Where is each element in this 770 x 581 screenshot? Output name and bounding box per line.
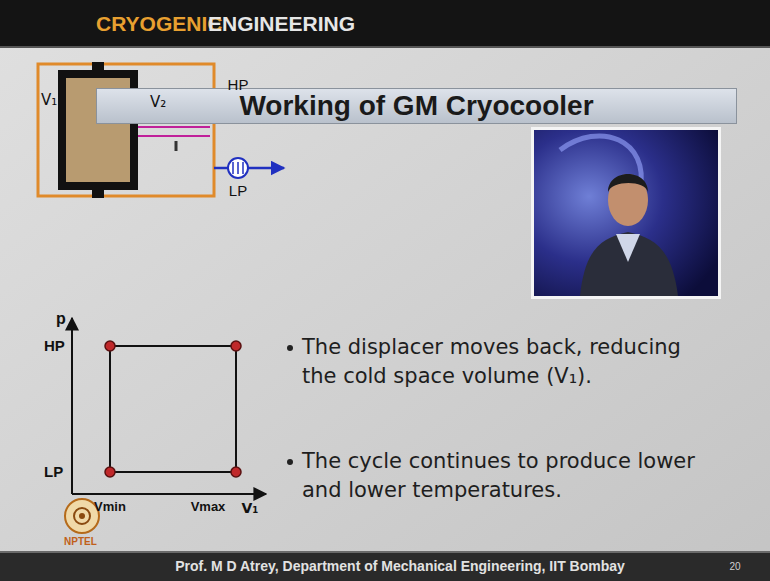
bullet-text: The displacer moves back, reducing the c… [302,333,722,391]
seal-top [92,62,104,70]
header-rule [0,46,770,48]
pv-diagram [72,318,266,494]
presenter-video [531,127,721,299]
footer-credit: Prof. M D Atrey, Department of Mechanica… [175,558,625,574]
volume-label: V₂ [150,94,166,111]
seal-bottom [92,190,104,198]
displacer-rod [138,135,210,137]
axis-tick-label: Vmax [191,500,226,515]
lp-valve-mark [242,162,244,174]
lp-valve-mark [237,162,239,174]
presenter-shirt [616,234,640,262]
bullet-dot [287,459,293,465]
video-background [534,130,718,296]
state-point [231,341,241,351]
bullet-text: The cycle continues to produce lower and… [302,447,722,505]
state-point [105,467,115,477]
lp-valve [228,158,248,178]
cycle-path [110,346,236,472]
nptel-logo [65,499,99,533]
axis-tick-label: Vmin [94,500,126,515]
port-label: LP [229,182,247,199]
axis-tick-label: HP [44,337,65,354]
displacer-rod [138,126,210,128]
header-word: ENGINEERING [208,12,355,36]
logo-ring [65,499,99,533]
header-word: CRYOGENIC [96,12,222,36]
logo-gear [74,508,90,524]
title-band: Working of GM Cryocooler [96,88,737,124]
gas-frame [38,64,214,196]
logo-text: NPTEL [64,536,97,548]
cylinder-wall [175,141,178,151]
state-point [231,467,241,477]
presenter-suit [580,232,678,296]
header-bar [0,0,770,46]
axis-label: p [56,310,66,328]
volume-axis [72,493,266,495]
pressure-axis [71,318,73,494]
video-frame [531,127,721,299]
port-label: HP [228,76,249,93]
footer-rule [0,551,770,553]
state-point [105,341,115,351]
axis-label: V₁ [242,500,259,516]
page-number: 20 [729,561,740,573]
lp-valve-mark [232,162,234,174]
bullet-dot [287,345,293,351]
cryocooler-schematic [38,62,284,198]
footer-bar [0,553,770,581]
slide-title: Working of GM Cryocooler [239,90,593,122]
presenter-face [608,174,648,226]
presenter-hair [608,174,648,192]
volume-label: V₁ [41,92,57,109]
logo-hub [79,513,85,519]
axis-tick-label: LP [44,463,63,480]
